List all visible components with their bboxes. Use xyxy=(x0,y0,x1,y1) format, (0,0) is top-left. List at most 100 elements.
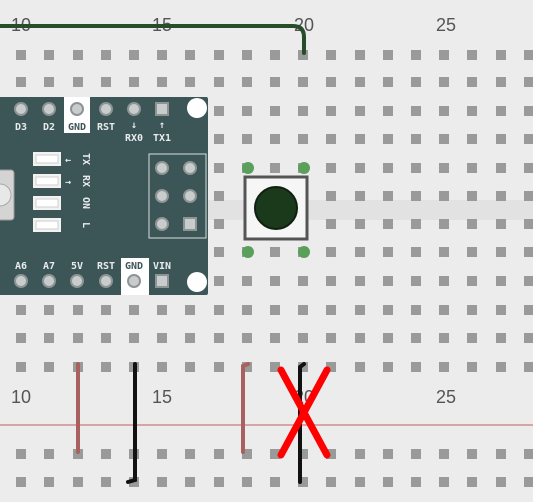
breadboard-hole[interactable] xyxy=(270,134,280,144)
breadboard-hole[interactable] xyxy=(439,77,449,87)
breadboard-hole[interactable] xyxy=(326,247,336,257)
breadboard-hole[interactable] xyxy=(524,77,533,87)
breadboard-hole[interactable] xyxy=(439,106,449,116)
breadboard-hole[interactable] xyxy=(524,134,533,144)
breadboard-hole[interactable] xyxy=(467,77,477,87)
header-pin[interactable] xyxy=(14,102,28,116)
breadboard-hole[interactable] xyxy=(326,219,336,229)
breadboard-hole[interactable] xyxy=(496,449,506,459)
breadboard-hole[interactable] xyxy=(439,305,449,315)
breadboard-hole[interactable] xyxy=(326,134,336,144)
reset-button-cap[interactable] xyxy=(0,183,12,207)
breadboard-hole[interactable] xyxy=(383,134,393,144)
breadboard-hole[interactable] xyxy=(496,247,506,257)
breadboard-hole[interactable] xyxy=(439,362,449,372)
breadboard-hole[interactable] xyxy=(439,276,449,286)
breadboard-hole[interactable] xyxy=(326,191,336,201)
breadboard-hole[interactable] xyxy=(214,219,224,229)
breadboard-hole[interactable] xyxy=(467,247,477,257)
breadboard-hole[interactable] xyxy=(270,77,280,87)
breadboard-hole[interactable] xyxy=(16,333,26,343)
breadboard-hole[interactable] xyxy=(44,50,54,60)
breadboard-hole[interactable] xyxy=(439,219,449,229)
header-pin[interactable] xyxy=(14,274,28,288)
breadboard-hole[interactable] xyxy=(270,362,280,372)
breadboard-hole[interactable] xyxy=(355,333,365,343)
breadboard-hole[interactable] xyxy=(298,477,308,487)
breadboard-hole[interactable] xyxy=(185,305,195,315)
breadboard-hole[interactable] xyxy=(524,219,533,229)
breadboard-hole[interactable] xyxy=(270,163,280,173)
breadboard-hole[interactable] xyxy=(157,362,167,372)
breadboard-hole[interactable] xyxy=(467,219,477,229)
breadboard-hole[interactable] xyxy=(411,77,421,87)
breadboard-hole[interactable] xyxy=(185,449,195,459)
breadboard-hole[interactable] xyxy=(355,477,365,487)
breadboard-hole[interactable] xyxy=(157,477,167,487)
breadboard-hole[interactable] xyxy=(44,77,54,87)
breadboard-hole[interactable] xyxy=(496,191,506,201)
breadboard-hole[interactable] xyxy=(214,247,224,257)
breadboard-hole[interactable] xyxy=(383,219,393,229)
breadboard-hole[interactable] xyxy=(467,276,477,286)
breadboard-hole[interactable] xyxy=(496,219,506,229)
wire-red[interactable] xyxy=(241,362,250,454)
breadboard-hole[interactable] xyxy=(383,276,393,286)
breadboard-hole[interactable] xyxy=(524,362,533,372)
header-pin[interactable] xyxy=(70,274,84,288)
breadboard-hole[interactable] xyxy=(73,77,83,87)
breadboard-hole[interactable] xyxy=(411,477,421,487)
breadboard-hole[interactable] xyxy=(129,333,139,343)
breadboard-hole[interactable] xyxy=(270,106,280,116)
breadboard-hole[interactable] xyxy=(439,134,449,144)
breadboard-hole[interactable] xyxy=(44,362,54,372)
breadboard-hole[interactable] xyxy=(496,276,506,286)
breadboard-hole[interactable] xyxy=(326,163,336,173)
breadboard-hole[interactable] xyxy=(242,106,252,116)
x-icon[interactable] xyxy=(277,366,331,459)
header-pin[interactable] xyxy=(99,274,113,288)
breadboard-hole[interactable] xyxy=(524,449,533,459)
breadboard-hole[interactable] xyxy=(326,477,336,487)
breadboard-hole[interactable] xyxy=(101,333,111,343)
breadboard-hole[interactable] xyxy=(411,276,421,286)
breadboard-hole[interactable] xyxy=(129,305,139,315)
breadboard-hole[interactable] xyxy=(467,333,477,343)
breadboard-hole[interactable] xyxy=(242,362,252,372)
header-pin-square[interactable] xyxy=(155,102,169,116)
breadboard-hole[interactable] xyxy=(326,333,336,343)
breadboard-hole[interactable] xyxy=(439,449,449,459)
header-pin[interactable] xyxy=(70,102,84,116)
wire-black[interactable] xyxy=(298,362,306,484)
breadboard-hole[interactable] xyxy=(524,163,533,173)
icsp-pin[interactable] xyxy=(155,189,169,203)
breadboard-hole[interactable] xyxy=(355,449,365,459)
breadboard-hole[interactable] xyxy=(101,77,111,87)
breadboard-hole[interactable] xyxy=(214,449,224,459)
breadboard-hole[interactable] xyxy=(496,163,506,173)
breadboard-hole[interactable] xyxy=(242,50,252,60)
breadboard-hole[interactable] xyxy=(496,50,506,60)
icsp-pin[interactable] xyxy=(183,189,197,203)
breadboard-hole[interactable] xyxy=(467,191,477,201)
breadboard-hole[interactable] xyxy=(467,163,477,173)
breadboard-hole[interactable] xyxy=(439,163,449,173)
breadboard-hole[interactable] xyxy=(101,362,111,372)
breadboard-hole[interactable] xyxy=(383,333,393,343)
breadboard-hole[interactable] xyxy=(496,477,506,487)
breadboard-hole[interactable] xyxy=(185,477,195,487)
breadboard-hole[interactable] xyxy=(411,333,421,343)
breadboard-hole[interactable] xyxy=(16,362,26,372)
breadboard-hole[interactable] xyxy=(214,305,224,315)
breadboard-hole[interactable] xyxy=(185,50,195,60)
breadboard-hole[interactable] xyxy=(524,106,533,116)
breadboard-hole[interactable] xyxy=(270,305,280,315)
breadboard-hole[interactable] xyxy=(326,305,336,315)
breadboard-hole[interactable] xyxy=(270,333,280,343)
breadboard-hole[interactable] xyxy=(242,77,252,87)
breadboard-hole[interactable] xyxy=(524,50,533,60)
breadboard-hole[interactable] xyxy=(467,362,477,372)
breadboard-hole[interactable] xyxy=(355,219,365,229)
breadboard-hole[interactable] xyxy=(496,362,506,372)
header-pin[interactable] xyxy=(127,274,141,288)
